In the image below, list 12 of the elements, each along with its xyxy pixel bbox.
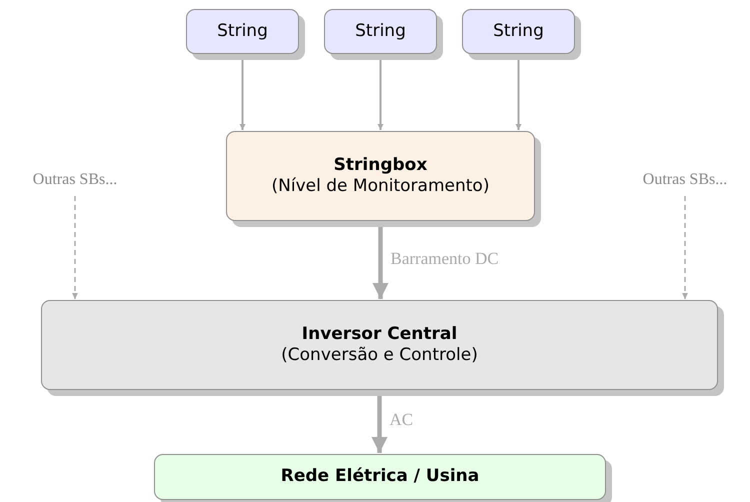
side-note: Outras SBs... <box>642 170 728 190</box>
node-title: String <box>493 20 544 42</box>
node-subtitle: (Conversão e Controle) <box>281 345 478 366</box>
node-title: String <box>217 20 268 42</box>
side-note: Outras SBs... <box>32 170 118 190</box>
node-title: Stringbox <box>334 154 428 176</box>
node-subtitle: (Nível de Monitoramento) <box>272 176 490 198</box>
arrow <box>682 196 688 299</box>
node-title: String <box>355 20 406 42</box>
node-title: Rede Elétrica / Usina <box>280 466 480 488</box>
arrow <box>72 196 78 299</box>
node-title: Inversor Central <box>302 324 458 345</box>
